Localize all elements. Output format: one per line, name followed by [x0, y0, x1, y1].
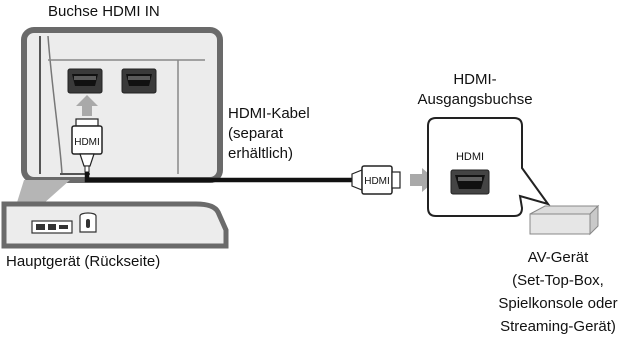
- hdmi-out-port: [450, 169, 490, 195]
- av-device-box: [529, 204, 600, 236]
- hdmi-out-label-line1: HDMI-: [453, 71, 497, 88]
- av-port-label: HDMI: [456, 151, 484, 163]
- main-unit-callout: [14, 27, 223, 212]
- av-device-label-line1: AV-Gerät: [527, 249, 589, 266]
- av-device-callout: HDMI: [427, 117, 551, 217]
- hdmi-cable-label-line2: (separat: [228, 125, 284, 142]
- hdmi-plug-vertical: HDMI: [71, 118, 103, 173]
- hdmi-plug-horizontal: HDMI: [351, 165, 401, 195]
- plug-horizontal-label: HDMI: [364, 176, 390, 187]
- hdmi-cable-label-line1: HDMI-Kabel: [228, 105, 310, 122]
- hdmi-in-port-secondary: [121, 68, 157, 94]
- av-device-label-line2: (Set-Top-Box,: [512, 272, 604, 289]
- hdmi-cable-label-line3: erhältlich): [228, 145, 294, 162]
- hdmi-cable: [84, 172, 370, 183]
- insert-arrow-up: [76, 95, 98, 116]
- av-device-label-line3: Spielkonsole oder: [498, 295, 618, 312]
- plug-vertical-label: HDMI: [74, 137, 100, 148]
- main-unit-label: Hauptgerät (Rückseite): [6, 253, 161, 270]
- hdmi-in-jack-label: Buchse HDMI IN: [48, 3, 160, 20]
- hdmi-out-label-line2: Ausgangsbuchse: [417, 91, 533, 108]
- main-unit-body: [1, 201, 229, 249]
- av-device-label-line4: Streaming-Gerät): [500, 318, 616, 335]
- insert-arrow-right: [410, 168, 436, 192]
- hdmi-in-port: [67, 68, 103, 94]
